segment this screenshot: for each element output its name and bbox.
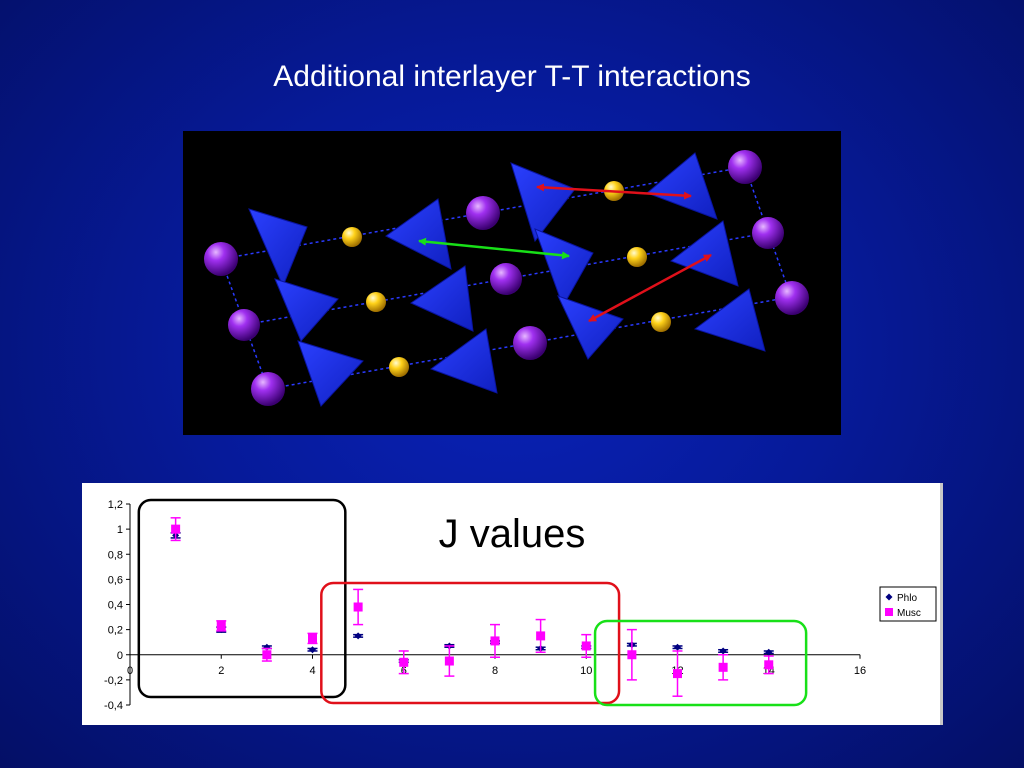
musc-point xyxy=(673,669,682,679)
yellow-cation xyxy=(389,357,409,377)
musc-point xyxy=(353,602,363,612)
phlo-point xyxy=(765,648,773,656)
green-interaction-arrow xyxy=(418,237,570,260)
tetrahedron xyxy=(274,278,339,342)
x-tick-label: 4 xyxy=(309,665,315,677)
purple-cation xyxy=(466,196,500,230)
y-tick-label: -0,4 xyxy=(104,700,123,712)
y-tick-label: 0,2 xyxy=(108,625,123,637)
purple-cation xyxy=(775,281,809,315)
y-tick-label: 0,4 xyxy=(108,600,123,612)
musc-point xyxy=(581,641,591,651)
purple-cation xyxy=(728,150,762,184)
red-group-box xyxy=(320,581,621,705)
purple-cation xyxy=(513,326,547,360)
legend-label: Phlo xyxy=(897,593,917,604)
tetrahedron xyxy=(297,340,364,407)
yellow-cation xyxy=(342,227,362,247)
musc-point xyxy=(171,524,181,534)
purple-cation xyxy=(251,372,285,406)
yellow-cation xyxy=(627,247,647,267)
musc-point xyxy=(308,633,317,643)
y-tick-label: -0,2 xyxy=(104,675,123,687)
crystal-structure-image xyxy=(183,131,841,435)
x-tick-label: 16 xyxy=(854,665,866,677)
black-group-box xyxy=(137,498,347,699)
musc-point xyxy=(262,650,272,660)
x-tick-label: 0 xyxy=(127,665,133,677)
tetrahedron xyxy=(534,228,594,308)
yellow-cation xyxy=(651,312,671,332)
tetrahedron xyxy=(693,288,766,352)
legend-marker-musc xyxy=(885,608,893,616)
purple-cation xyxy=(228,309,260,341)
x-tick-label: 8 xyxy=(492,665,498,677)
x-tick-label: 2 xyxy=(218,665,224,677)
phlo-point xyxy=(263,643,271,651)
musc-point xyxy=(216,621,226,631)
musc-point xyxy=(718,662,728,672)
musc-point xyxy=(490,636,500,646)
phlo-point xyxy=(719,647,727,655)
purple-cation xyxy=(204,242,238,276)
purple-cation xyxy=(490,263,522,295)
red-interaction-arrow xyxy=(536,183,692,200)
j-values-chart-svg: J values -0,4-0,200,20,40,60,811,2024681… xyxy=(104,498,937,712)
tetrahedron xyxy=(557,295,624,360)
chart-title: J values xyxy=(439,512,586,556)
y-tick-label: 0 xyxy=(117,650,123,662)
x-tick-label: 10 xyxy=(580,665,592,677)
tetrahedron xyxy=(409,265,474,332)
red-interaction-arrow xyxy=(588,253,712,323)
legend-marker-phlo xyxy=(885,593,893,601)
phlo-point xyxy=(309,646,316,654)
y-tick-label: 1,2 xyxy=(108,499,123,511)
tetrahedron xyxy=(646,152,718,220)
chart-panel-edge xyxy=(940,483,943,725)
legend-label: Musc xyxy=(897,608,921,619)
slide-title: Additional interlayer T-T interactions xyxy=(273,60,751,93)
tetrahedron xyxy=(248,208,308,288)
yellow-cation xyxy=(366,292,386,312)
musc-point xyxy=(627,650,637,660)
tetrahedron xyxy=(669,220,739,287)
tetrahedron xyxy=(510,162,576,243)
y-tick-label: 0,6 xyxy=(108,574,123,586)
y-tick-label: 0,8 xyxy=(108,549,123,561)
green-group-box xyxy=(593,619,808,707)
j-values-chart: J values -0,4-0,200,20,40,60,811,2024681… xyxy=(82,483,942,725)
musc-point xyxy=(764,660,774,670)
y-tick-label: 1 xyxy=(117,524,123,536)
phlo-point xyxy=(674,643,681,651)
tetrahedron xyxy=(385,198,452,270)
purple-cations xyxy=(204,150,809,406)
phlo-point xyxy=(354,632,362,640)
crystal-structure-drawing xyxy=(204,150,809,407)
purple-cation xyxy=(752,217,784,249)
tetrahedron xyxy=(429,328,498,394)
musc-point xyxy=(399,657,409,667)
musc-point xyxy=(444,656,454,666)
musc-point xyxy=(536,631,546,641)
